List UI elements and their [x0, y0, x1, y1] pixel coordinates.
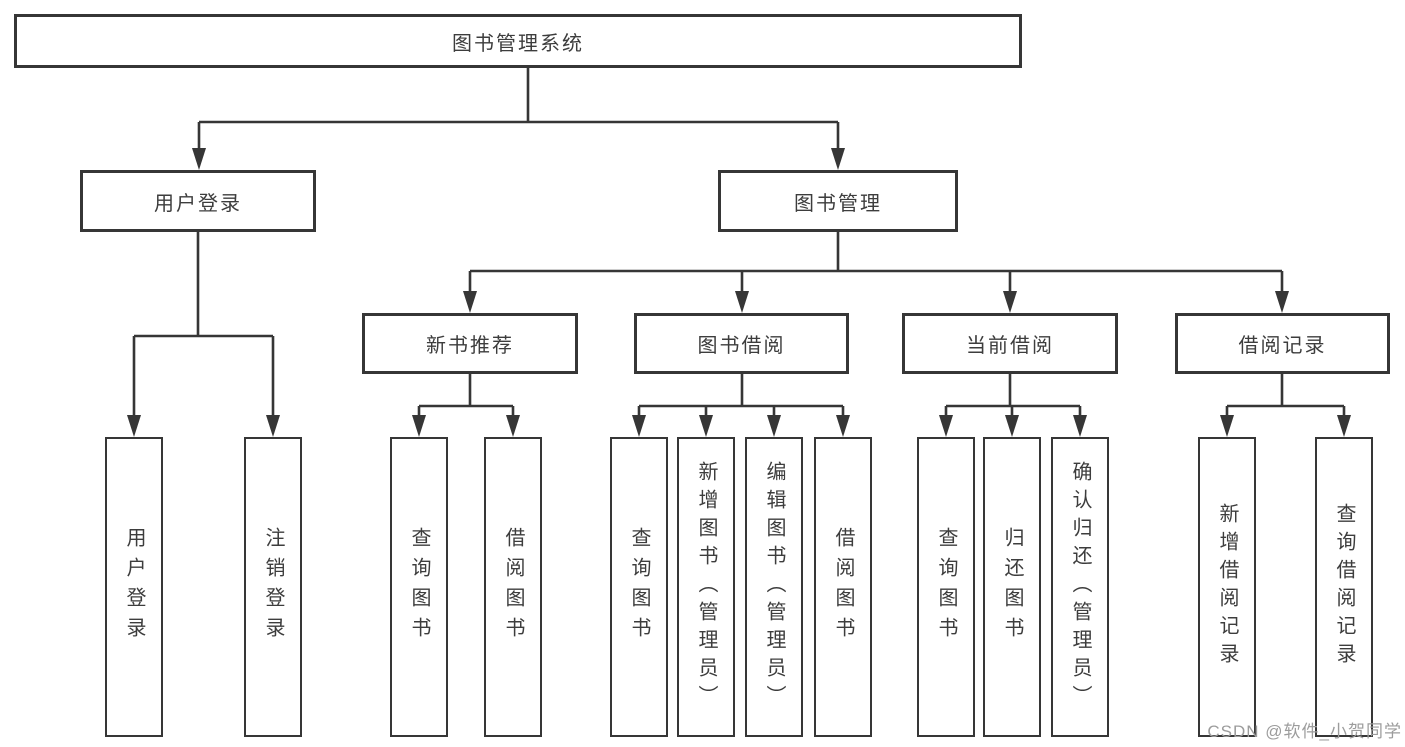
node-book-borrow-label: 图书借阅	[697, 335, 786, 357]
node-borrow-records-label: 借阅记录	[1238, 335, 1327, 357]
node-new-book-recommend-label: 新书推荐	[426, 335, 514, 357]
node-root-label: 图书管理系统	[452, 32, 584, 55]
leaf-add-book-admin-label: 新增图书（管理员）	[695, 461, 717, 713]
watermark: CSDN @软件_小贺同学	[1207, 722, 1402, 741]
leaf-borrow-books: 借阅图书	[814, 437, 872, 737]
node-borrow-records: 借阅记录	[1175, 313, 1390, 374]
leaf-query-books-borrow: 查询图书	[610, 437, 668, 737]
leaf-query-books-current: 查询图书	[917, 437, 975, 737]
leaf-query-books-borrow-label: 查询图书	[628, 527, 650, 647]
leaf-confirm-return-admin: 确认归还（管理员）	[1051, 437, 1109, 737]
node-book-management-label: 图书管理	[794, 192, 882, 215]
leaf-query-borrow-record: 查询借阅记录	[1315, 437, 1373, 737]
leaf-edit-book-admin-label: 编辑图书（管理员）	[763, 461, 785, 713]
node-book-management: 图书管理	[718, 170, 958, 232]
leaf-user-login: 用户登录	[105, 437, 163, 737]
leaf-user-login-label: 用户登录	[123, 527, 145, 647]
leaf-add-book-admin: 新增图书（管理员）	[677, 437, 735, 737]
leaf-query-borrow-record-label: 查询借阅记录	[1333, 503, 1355, 671]
leaf-query-books-recommend-label: 查询图书	[408, 527, 430, 647]
leaf-query-books-current-label: 查询图书	[935, 527, 957, 647]
leaf-return-book-label: 归还图书	[1001, 527, 1023, 647]
leaf-query-books-recommend: 查询图书	[390, 437, 448, 737]
node-root: 图书管理系统	[14, 14, 1022, 68]
leaf-borrow-books-label: 借阅图书	[832, 527, 854, 647]
leaf-edit-book-admin: 编辑图书（管理员）	[745, 437, 803, 737]
node-current-borrow: 当前借阅	[902, 313, 1118, 374]
node-user-login-label: 用户登录	[154, 192, 242, 215]
leaf-borrow-books-recommend: 借阅图书	[484, 437, 542, 737]
leaf-borrow-books-recommend-label: 借阅图书	[502, 527, 524, 647]
node-current-borrow-label: 当前借阅	[966, 335, 1054, 357]
leaf-return-book: 归还图书	[983, 437, 1041, 737]
leaf-add-borrow-record: 新增借阅记录	[1198, 437, 1256, 737]
node-new-book-recommend: 新书推荐	[362, 313, 578, 374]
node-user-login: 用户登录	[80, 170, 316, 232]
node-book-borrow: 图书借阅	[634, 313, 849, 374]
leaf-add-borrow-record-label: 新增借阅记录	[1216, 503, 1238, 671]
leaf-confirm-return-admin-label: 确认归还（管理员）	[1069, 461, 1091, 713]
leaf-logout-label: 注销登录	[262, 527, 284, 647]
leaf-logout: 注销登录	[244, 437, 302, 737]
